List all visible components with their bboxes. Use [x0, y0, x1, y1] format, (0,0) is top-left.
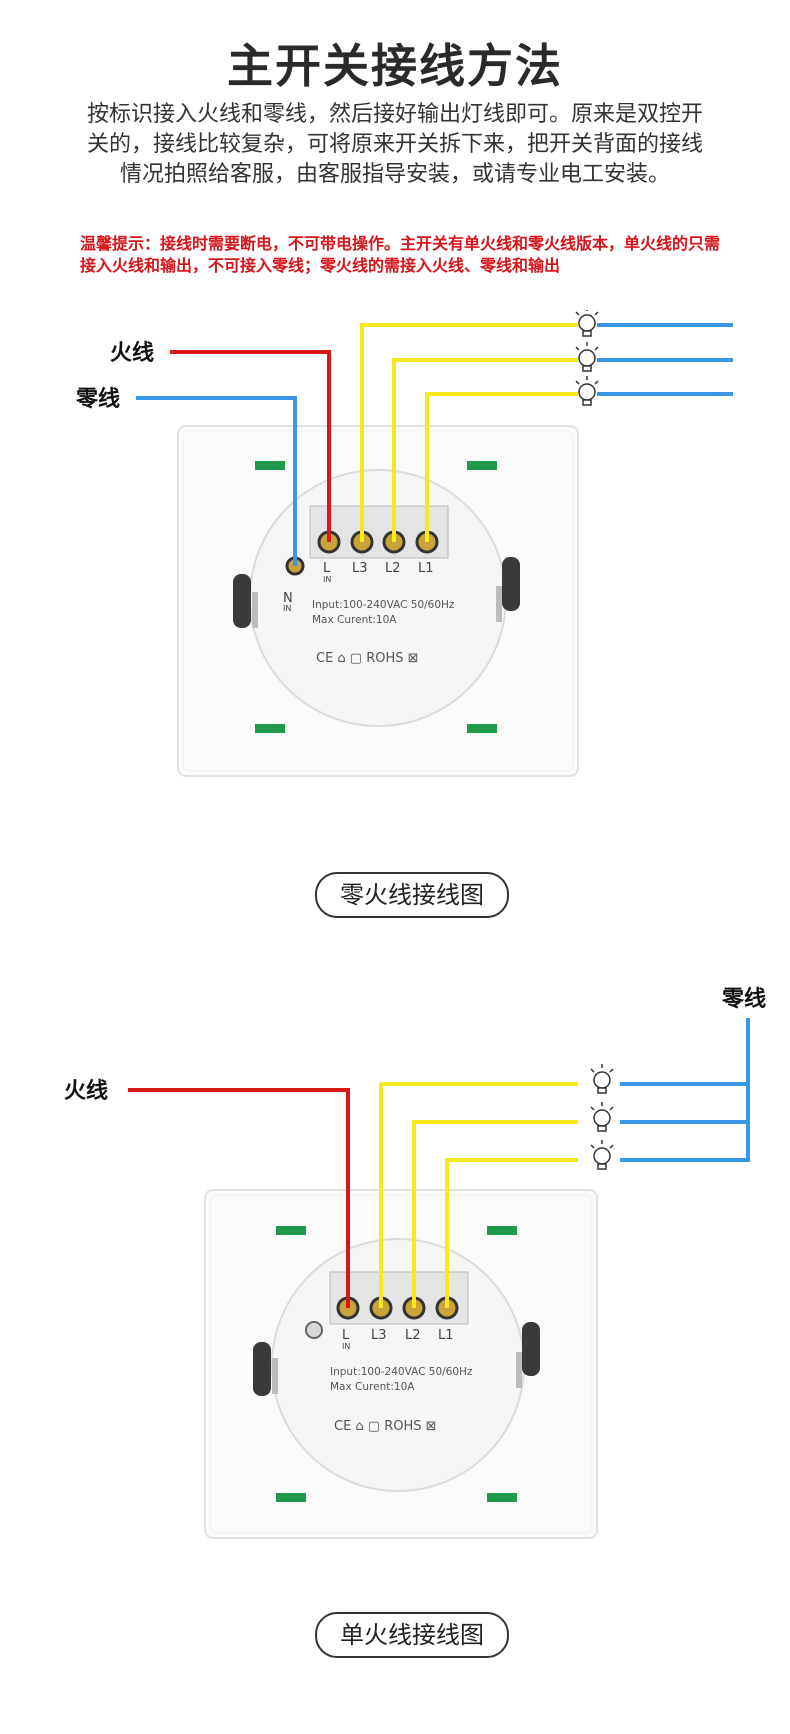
- live-wire-label: 火线: [110, 340, 154, 366]
- indicator-mark: [467, 461, 497, 470]
- bulb-icon: [575, 342, 599, 372]
- live-wire-label: 火线: [64, 1078, 108, 1104]
- diagram1-caption: 零火线接线图: [315, 872, 509, 918]
- warning-text: 温馨提示：接线时需要断电，不可带电操作。主开关有单火线和零火线版本，单火线的只需…: [80, 234, 721, 275]
- terminal-label-L1: L1: [438, 1328, 454, 1343]
- output-wire-L3: [360, 323, 578, 542]
- spec-current: Max Curent:10A: [330, 1381, 415, 1393]
- svg-text:IN: IN: [283, 604, 291, 613]
- terminal-label-L: L: [323, 561, 331, 576]
- output-wire-L1: [425, 392, 578, 542]
- diagram2-caption: 单火线接线图: [315, 1612, 509, 1658]
- neutral-wire-label: 零线: [75, 386, 120, 412]
- terminal-label-L3: L3: [371, 1328, 387, 1343]
- indicator-mark: [276, 1226, 306, 1235]
- live-wire: [170, 350, 331, 542]
- diagram-neutral-live: L IN L3 L2 L1 N IN Input:100-240VAC 50/6…: [0, 310, 790, 850]
- indicator-mark: [276, 1493, 306, 1502]
- bulb-icon: [590, 1102, 614, 1132]
- output-wire-L2: [392, 358, 578, 542]
- neutral-wire: [136, 396, 297, 566]
- spec-input: Input:100-240VAC 50/60Hz: [330, 1366, 473, 1378]
- output-wire-L1: [445, 1158, 578, 1308]
- indicator-mark: [467, 724, 497, 733]
- spec-input: Input:100-240VAC 50/60Hz: [312, 599, 455, 611]
- terminal-label-L: L: [342, 1328, 350, 1343]
- live-wire: [128, 1088, 350, 1308]
- terminal-label-N: N: [283, 591, 293, 606]
- page-title: 主开关接线方法: [227, 39, 563, 93]
- indicator-mark: [255, 724, 285, 733]
- svg-text:IN: IN: [342, 1342, 350, 1351]
- diagram-single-live: L IN L3 L2 L1 Input:100-240VAC 50/60Hz M…: [0, 970, 790, 1600]
- output-wire-L2: [412, 1120, 578, 1308]
- spec-current: Max Curent:10A: [312, 614, 397, 626]
- svg-text:IN: IN: [323, 575, 331, 584]
- terminal-label-L1: L1: [418, 561, 434, 576]
- terminal-label-L3: L3: [352, 561, 368, 576]
- lamp-neutral-wire: [620, 1018, 750, 1162]
- cert-marks: CE ⌂ ▢ ROHS ⊠: [334, 1419, 437, 1434]
- instruction-text: 按标识接入火线和零线，然后接好输出灯线即可。原来是双控开关的，接线比较复杂，可将…: [86, 102, 703, 187]
- terminal-label-L2: L2: [385, 561, 401, 576]
- bulb-icon: [590, 1140, 614, 1170]
- indicator-mark: [487, 1493, 517, 1502]
- bulb-icon: [575, 310, 599, 337]
- bulb-icon: [590, 1064, 614, 1094]
- output-wire-L3: [379, 1082, 578, 1308]
- terminal-label-L2: L2: [405, 1328, 421, 1343]
- indicator-mark: [487, 1226, 517, 1235]
- indicator-mark: [255, 461, 285, 470]
- neutral-wire-label: 零线: [721, 986, 766, 1012]
- cert-marks: CE ⌂ ▢ ROHS ⊠: [316, 651, 419, 666]
- bulb-icon: [575, 376, 599, 406]
